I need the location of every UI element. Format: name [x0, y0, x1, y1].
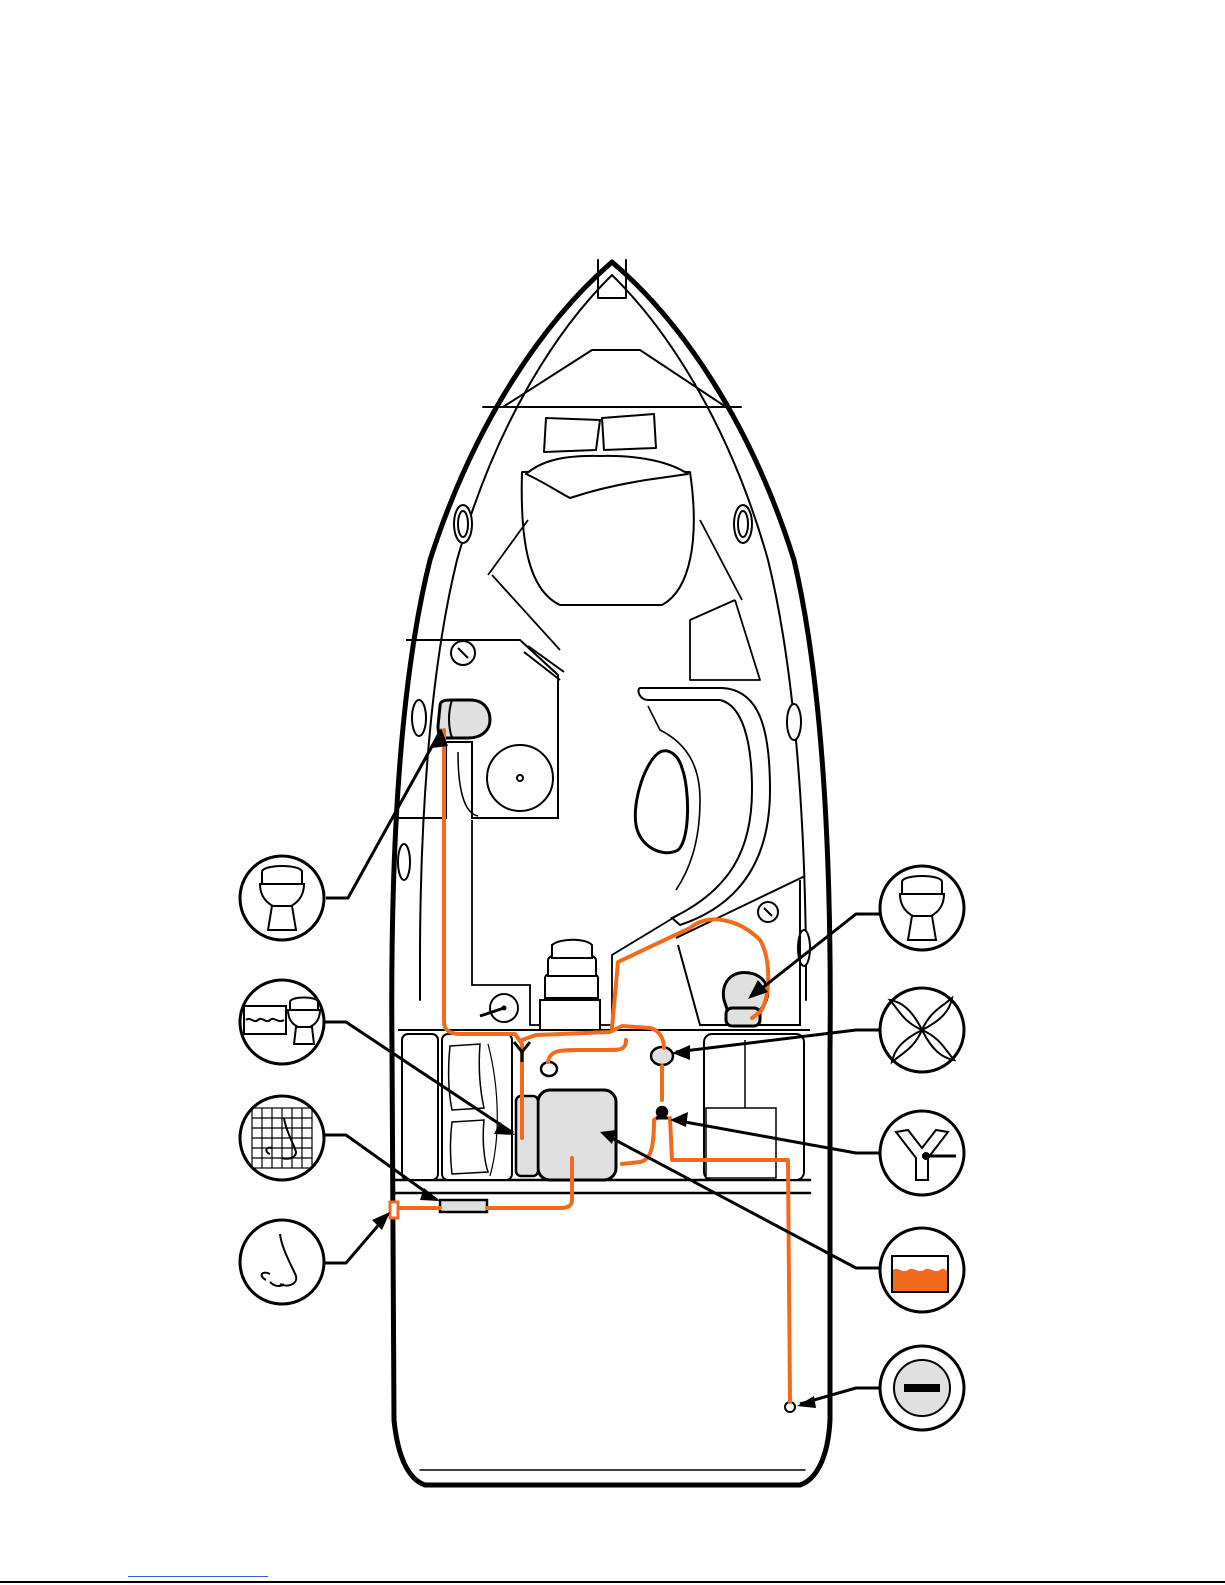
callout-deck-vent[interactable] — [240, 1220, 324, 1304]
footer-rule — [0, 1581, 1225, 1583]
porthole — [458, 511, 468, 537]
callout-raw-water-intake[interactable] — [240, 980, 324, 1064]
stbd-tank — [706, 1108, 776, 1178]
callout-macerator-pump[interactable] — [880, 988, 964, 1072]
macerator-pump — [651, 1047, 673, 1065]
holding-tank-level-icon — [892, 1256, 948, 1292]
pillow-right — [602, 414, 656, 450]
callout-aft-head[interactable] — [880, 866, 964, 950]
callout-y-valve[interactable] — [880, 1111, 964, 1195]
porthole — [412, 700, 426, 736]
callout-deck-pumpout[interactable] — [880, 1346, 964, 1430]
storage-box — [442, 1034, 512, 1180]
small-fitting — [541, 1062, 557, 1076]
porthole — [738, 511, 748, 537]
auxiliary-tank — [516, 1096, 538, 1176]
y-valve-aft — [657, 1107, 667, 1117]
callout-odor-filter[interactable] — [240, 1096, 324, 1180]
footer-link-underline[interactable] — [128, 1576, 268, 1577]
callout-forward-head[interactable] — [240, 856, 324, 940]
porthole — [398, 844, 410, 880]
pillow-left — [544, 418, 600, 452]
port-bilge-box — [402, 1034, 438, 1180]
deck-vent-fitting — [390, 1202, 398, 1218]
porthole — [787, 704, 801, 740]
callout-holding-tank[interactable] — [880, 1228, 964, 1312]
odor-filter — [440, 1200, 487, 1212]
deck-fitting-icon — [894, 1360, 950, 1416]
berth-cushion — [522, 472, 694, 605]
